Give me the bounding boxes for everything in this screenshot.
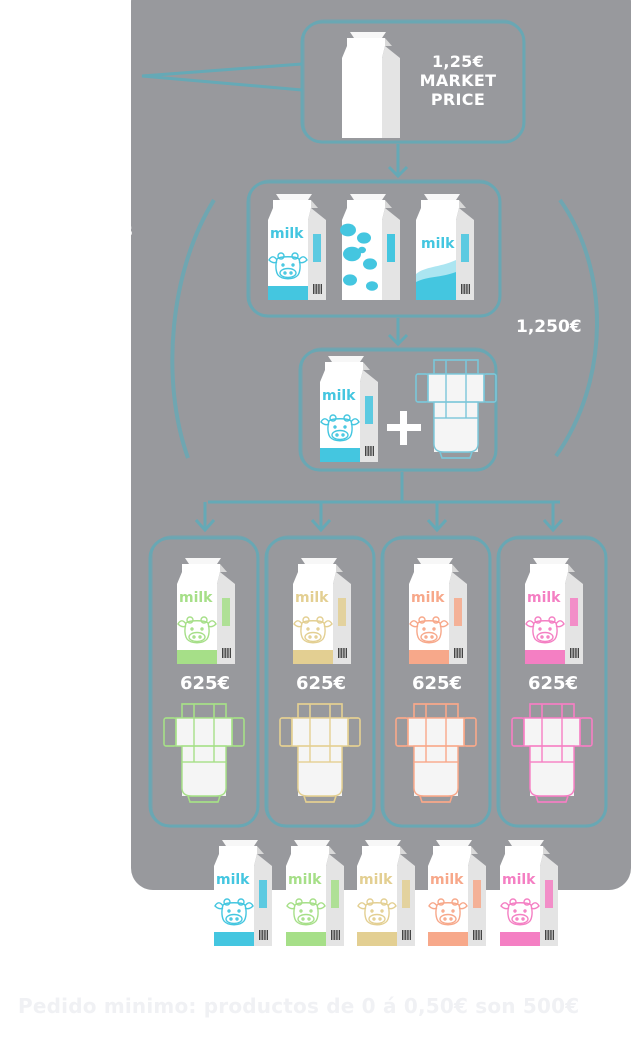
carton-pink: milk (525, 558, 583, 664)
market-price-line3: PRICE (430, 90, 486, 109)
column-price-salmon: 625€ (411, 673, 463, 694)
carton-cow-single: milk (320, 356, 378, 462)
minimum-order-note: Pedido minimo: productos de 0 á 0,50€ so… (18, 994, 580, 1018)
box-template-pink (511, 703, 593, 803)
column-box-salmon (380, 535, 492, 828)
carton-label: milk (288, 872, 322, 888)
carton-label: milk (322, 388, 356, 404)
carton-label: milk (179, 590, 213, 606)
box-template-green (163, 703, 245, 803)
carton-label: milk (359, 872, 393, 888)
carton-label: milk (527, 590, 561, 606)
carton-salmon: milk (409, 558, 467, 664)
plus-icon (387, 411, 421, 445)
loop-arcs (170, 198, 599, 459)
market-price-value: 1,25€ (431, 52, 485, 71)
bottom-carton-beige: milk (357, 840, 415, 946)
arrow-to-flavors (387, 144, 409, 179)
mid-price-label: 1,250€ (516, 317, 582, 337)
column-price-green: 625€ (179, 673, 231, 694)
carton-label: milk (295, 590, 329, 606)
carton-label: milk (430, 872, 464, 888)
cut-off-text: s (122, 220, 133, 241)
bottom-carton-salmon: milk (428, 840, 486, 946)
branch-arrows (194, 472, 564, 533)
flavors-box (246, 179, 502, 318)
bottom-carton-blue: milk (214, 840, 272, 946)
column-box-pink (496, 535, 608, 828)
carton-plus-box (298, 347, 498, 472)
carton-wave-blue: milk (416, 194, 474, 300)
market-price-label: 1,25€ MARKET PRICE (408, 52, 508, 109)
box-template-salmon (395, 703, 477, 803)
carton-cow-blue: milk (268, 194, 326, 300)
column-box-green (148, 535, 260, 828)
carton-label: milk (270, 226, 304, 242)
bottom-carton-green: milk (286, 840, 344, 946)
bottom-carton-pink: milk (500, 840, 558, 946)
carton-label: milk (421, 236, 455, 252)
market-price-box (300, 19, 526, 144)
box-template-beige (279, 703, 361, 803)
carton-green: milk (177, 558, 235, 664)
carton-beige: milk (293, 558, 351, 664)
box-template-blue (415, 359, 497, 459)
carton-label: milk (216, 872, 250, 888)
market-price-line2: MARKET (419, 71, 497, 90)
carton-spots-blue (340, 194, 400, 300)
column-price-pink: 625€ (527, 673, 579, 694)
market-carton (342, 32, 400, 138)
column-price-beige: 625€ (295, 673, 347, 694)
speech-pointer (141, 62, 303, 92)
arrow-to-carton-plus (387, 318, 409, 347)
carton-label: milk (411, 590, 445, 606)
column-box-beige (264, 535, 376, 828)
carton-label: milk (502, 872, 536, 888)
